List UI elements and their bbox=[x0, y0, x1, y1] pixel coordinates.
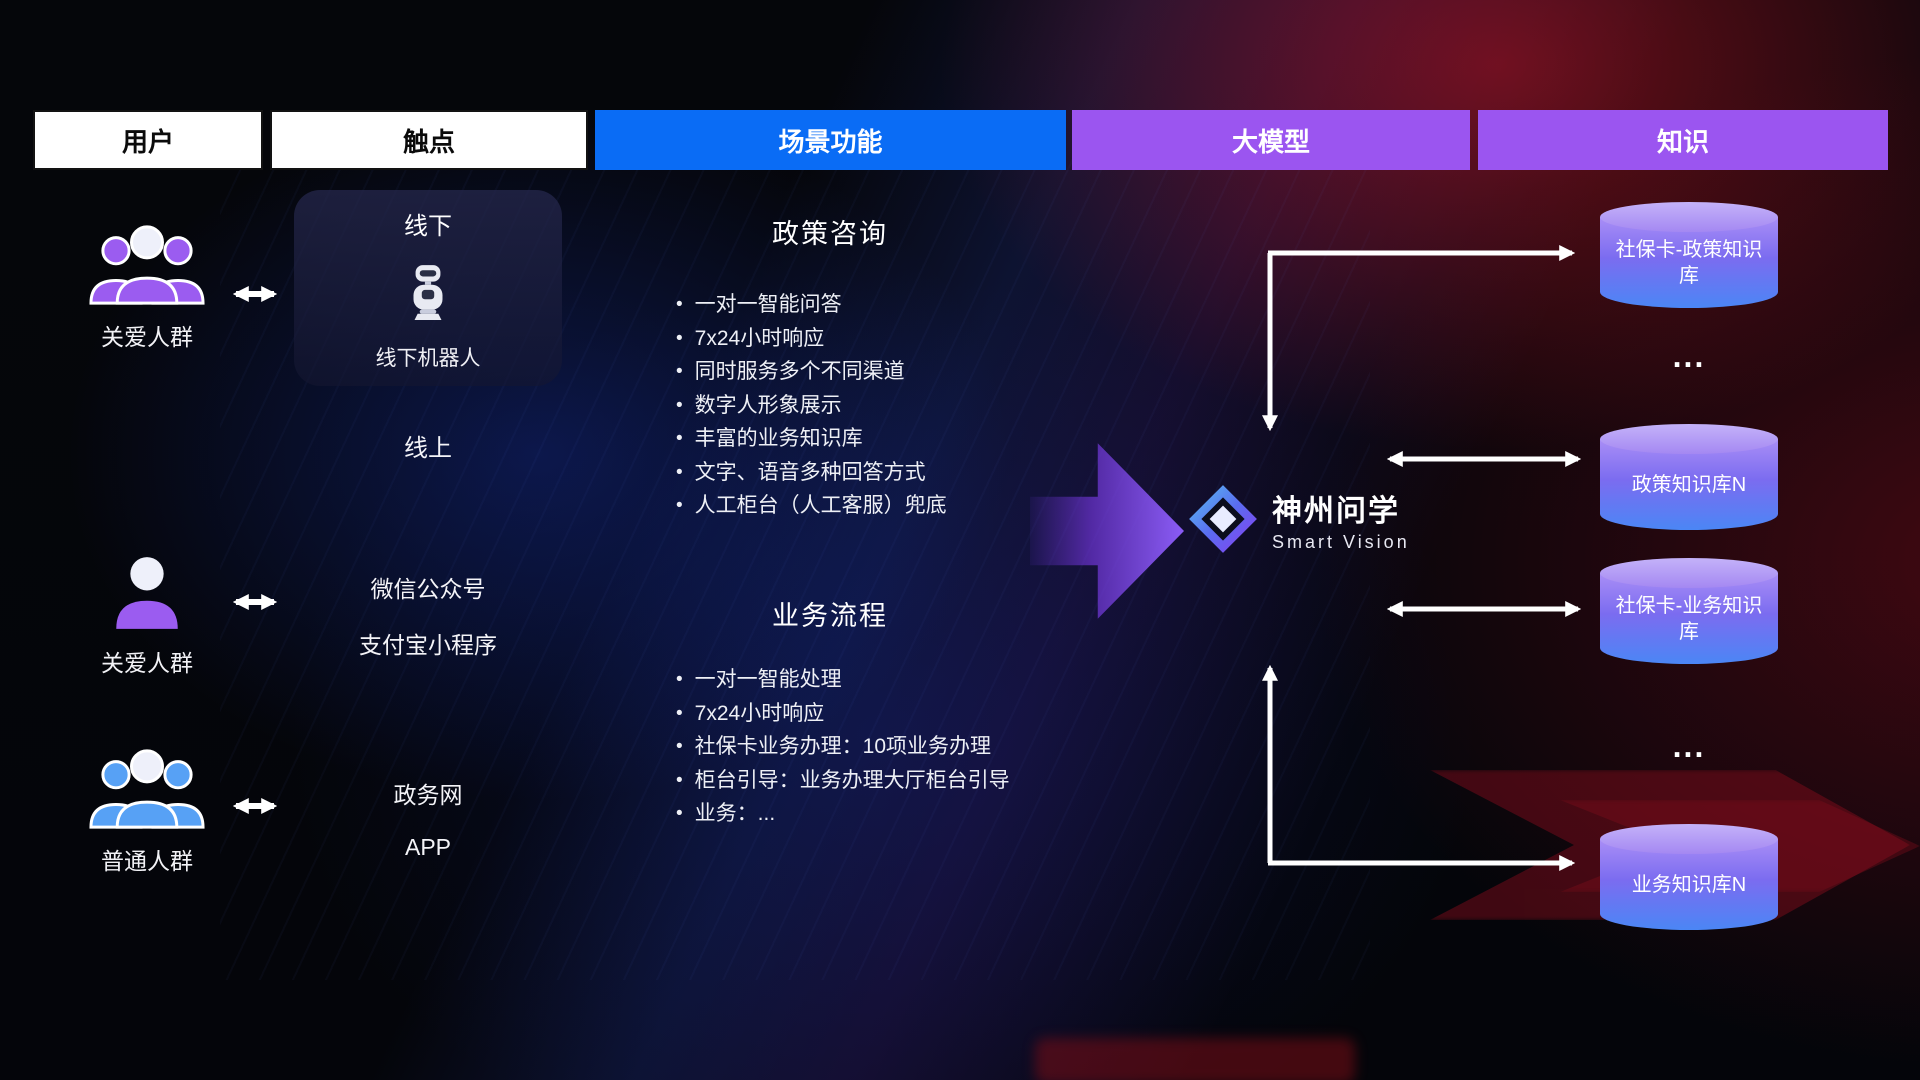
offline-robot-label: 线下机器人 bbox=[375, 347, 481, 370]
smart-vision-diamond-icon bbox=[1189, 485, 1257, 553]
online-title: 线上 bbox=[404, 435, 452, 462]
scene-policy-item: 同时服务多个不同渠道 bbox=[676, 356, 947, 390]
single-person-icon bbox=[116, 557, 178, 629]
header-knowledge-label: 知识 bbox=[1656, 126, 1709, 157]
header-knowledge: 知识 bbox=[1478, 110, 1888, 170]
database-label: 社保卡-政策知识库 bbox=[1615, 239, 1763, 287]
database-label: 社保卡-业务知识库 bbox=[1615, 595, 1763, 643]
group-people-icon bbox=[89, 225, 205, 305]
scene-business-item: 社保卡业务办理：10项业务办理 bbox=[676, 731, 1010, 765]
scene-policy-item: 人工柜台（人工客服）兜底 bbox=[676, 490, 947, 524]
scene-business-title: 业务流程 bbox=[772, 601, 888, 631]
scene-business-item: 7x24小时响应 bbox=[676, 698, 1010, 732]
database-policy-social-card: 社保卡-政策知识库 bbox=[1600, 202, 1778, 308]
database-cylinder-body bbox=[1600, 573, 1778, 664]
database-cylinder-top bbox=[1600, 424, 1778, 454]
robot-icon bbox=[413, 264, 443, 320]
scene-policy-item: 7x24小时响应 bbox=[676, 323, 947, 357]
user-group-care-2: 关爱人群 bbox=[72, 552, 222, 678]
scene-policy-item: 数字人形象展示 bbox=[676, 390, 947, 424]
user-group-label: 关爱人群 bbox=[101, 324, 193, 350]
database-cylinder-body bbox=[1600, 217, 1778, 308]
scene-business-item: 业务：... bbox=[676, 798, 1010, 832]
database-cylinder-top bbox=[1600, 824, 1778, 854]
offline-title: 线下 bbox=[404, 213, 452, 240]
channel-gov-web: 政务网 bbox=[393, 782, 463, 808]
offline-robot-card: 线下 线下机器人 bbox=[294, 190, 562, 386]
header-users-label: 用户 bbox=[121, 126, 174, 157]
user-group-label: 普通人群 bbox=[101, 848, 193, 874]
header-large-model-label: 大模型 bbox=[1231, 126, 1310, 157]
scene-policy-item: 一对一智能问答 bbox=[676, 289, 947, 323]
scene-business-item: 一对一智能处理 bbox=[676, 664, 1010, 698]
database-label: 业务知识库N bbox=[1631, 874, 1747, 896]
user-group-label: 关爱人群 bbox=[101, 650, 193, 676]
channel-app: APP bbox=[404, 834, 452, 860]
model-name: 神州问学 bbox=[1272, 494, 1400, 528]
database-cylinder-body bbox=[1600, 839, 1778, 930]
red-glow-bottom-decoration bbox=[1035, 1038, 1355, 1080]
model-logo-block: 神州问学 Smart Vision bbox=[1186, 482, 1410, 556]
scene-business-list: 一对一智能处理 7x24小时响应 社保卡业务办理：10项业务办理 柜台引导：业务… bbox=[676, 664, 1010, 832]
user-group-general: 普通人群 bbox=[72, 746, 222, 876]
scene-policy-item: 丰富的业务知识库 bbox=[676, 423, 947, 457]
model-subtitle: Smart Vision bbox=[1272, 531, 1410, 552]
scene-policy-list: 一对一智能问答 7x24小时响应 同时服务多个不同渠道 数字人形象展示 丰富的业… bbox=[676, 289, 947, 524]
database-policy-n: 政策知识库N bbox=[1600, 424, 1778, 530]
database-cylinder-top bbox=[1600, 202, 1778, 232]
channel-alipay: 支付宝小程序 bbox=[359, 632, 497, 658]
group-people-icon bbox=[89, 749, 205, 829]
scene-policy-item: 文字、语音多种回答方式 bbox=[676, 457, 947, 491]
ellipsis-business: ... bbox=[1672, 728, 1706, 764]
header-touchpoints-label: 触点 bbox=[402, 126, 455, 157]
database-cylinder-top bbox=[1600, 558, 1778, 588]
scene-policy-title: 政策咨询 bbox=[772, 219, 888, 249]
database-business-social-card: 社保卡-业务知识库 bbox=[1600, 558, 1778, 664]
scene-business-item: 柜台引导：业务办理大厅柜台引导 bbox=[676, 765, 1010, 799]
header-users: 用户 bbox=[33, 110, 263, 170]
ellipsis-policy: ... bbox=[1672, 338, 1706, 374]
header-large-model: 大模型 bbox=[1072, 110, 1470, 170]
user-group-care-1: 关爱人群 bbox=[72, 222, 222, 352]
database-business-n: 业务知识库N bbox=[1600, 824, 1778, 930]
header-scene-functions-label: 场景功能 bbox=[778, 126, 883, 157]
header-touchpoints: 触点 bbox=[270, 110, 588, 170]
database-cylinder-body bbox=[1600, 439, 1778, 530]
database-label: 政策知识库N bbox=[1631, 474, 1747, 496]
header-scene-functions: 场景功能 bbox=[595, 110, 1066, 170]
channel-wechat: 微信公众号 bbox=[370, 576, 486, 602]
